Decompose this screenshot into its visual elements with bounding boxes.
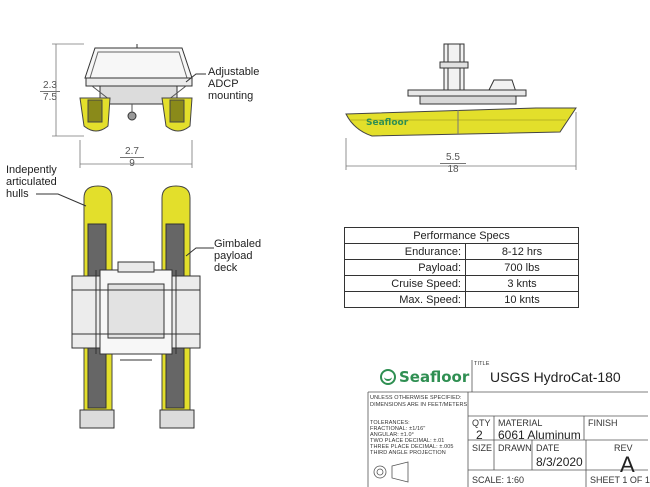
- front-height-dimension: 2.3 7.5: [40, 80, 60, 103]
- tolerance-line: THREE PLACE DECIMAL: ±.005: [370, 444, 454, 450]
- tolerance-line: ANGULAR: ±1.0°: [370, 432, 414, 438]
- side-length-dimension: 5.5 18: [440, 152, 466, 175]
- date-value: 8/3/2020: [536, 455, 583, 469]
- tolerance-line: THIRD ANGLE PROJECTION: [370, 450, 446, 456]
- material-label: MATERIAL: [498, 418, 543, 428]
- front-view: [79, 44, 206, 132]
- specs-header-row: Performance Specs: [344, 227, 579, 244]
- material-value: 6061 Aluminum: [498, 428, 581, 442]
- specs-label: Max. Speed:: [344, 291, 466, 308]
- finish-label: FINISH: [588, 418, 618, 428]
- size-label: SIZE: [472, 443, 493, 453]
- drawn-label: DRAWN: [498, 443, 532, 453]
- specs-label: Payload:: [344, 259, 466, 276]
- front-width-value-2: 9: [129, 158, 135, 169]
- front-width-value-1: 2.7: [120, 146, 144, 158]
- hulls-callout-line3: hulls: [6, 188, 29, 200]
- performance-specs-table: Performance Specs Endurance: 8-12 hrs Pa…: [344, 227, 579, 308]
- deck-callout-line3: deck: [214, 262, 238, 274]
- hulls-callout-line2: articulated: [6, 176, 57, 188]
- sheet-label: SHEET 1 OF 1: [590, 475, 650, 485]
- tolerance-line: TWO PLACE DECIMAL: ±.01: [370, 438, 445, 444]
- specs-value: 8-12 hrs: [465, 243, 579, 260]
- side-view: [345, 43, 577, 137]
- scale-label: SCALE: 1:60: [472, 475, 525, 485]
- qty-value: 2: [476, 428, 483, 442]
- top-view: [36, 185, 214, 429]
- note-line: UNLESS OTHERWISE SPECIFIED:: [370, 395, 462, 401]
- date-label: DATE: [536, 443, 560, 453]
- front-height-value-1: 2.3: [40, 80, 60, 92]
- tolerance-line: TOLERANCES:: [370, 420, 410, 426]
- side-length-value-2: 18: [447, 164, 459, 175]
- front-width-dimension: 2.7 9: [120, 146, 144, 169]
- specs-row: Endurance: 8-12 hrs: [344, 243, 579, 260]
- specs-row: Payload: 700 lbs: [344, 259, 579, 276]
- adcp-callout-line1: Adjustable: [208, 66, 260, 78]
- rev-label: REV: [614, 443, 633, 453]
- front-height-value-2: 7.5: [43, 92, 57, 103]
- specs-row: Cruise Speed: 3 knts: [344, 275, 579, 292]
- qty-label: QTY: [472, 418, 491, 428]
- side-dimensions: [345, 112, 577, 170]
- specs-row: Max. Speed: 10 knts: [344, 291, 579, 308]
- front-dimensions: [52, 43, 193, 168]
- specs-label: Cruise Speed:: [344, 275, 466, 292]
- tolerance-line: FRACTIONAL: ±1/16": [370, 426, 426, 432]
- title-label: TITLE: [474, 361, 490, 367]
- adcp-callout-line3: mounting: [208, 90, 254, 102]
- deck-callout: Gimbaled payload deck: [214, 238, 261, 274]
- seafloor-logo-icon: [380, 369, 396, 385]
- note-line: DIMENSIONS ARE IN FEET/METERS: [370, 401, 468, 408]
- specs-value: 10 knts: [465, 291, 579, 308]
- side-length-value-1: 5.5: [440, 152, 466, 164]
- deck-callout-line1: Gimbaled: [214, 238, 262, 250]
- adcp-callout-line2: ADCP: [208, 78, 239, 90]
- adcp-callout: Adjustable ADCP mounting: [208, 66, 259, 102]
- tolerances-block: TOLERANCES: FRACTIONAL: ±1/16" ANGULAR: …: [370, 420, 454, 456]
- title-block-grid: [367, 360, 648, 487]
- hull-logo: Seafloor: [366, 118, 409, 128]
- drawing-title: USGS HydroCat-180: [490, 369, 621, 385]
- specs-value: 3 knts: [465, 275, 579, 292]
- hulls-callout-line1: Indepently: [6, 164, 57, 176]
- specs-title: Performance Specs: [344, 227, 579, 244]
- specs-value: 700 lbs: [465, 259, 579, 276]
- rev-value: A: [620, 452, 635, 477]
- specs-label: Endurance:: [344, 243, 466, 260]
- logo-text: Seafloor: [399, 368, 470, 386]
- title-block-logo: Seafloor: [380, 368, 469, 386]
- notes-block: UNLESS OTHERWISE SPECIFIED: DIMENSIONS A…: [370, 395, 467, 408]
- deck-callout-line2: payload: [214, 250, 253, 262]
- hulls-callout: Indepently articulated hulls: [6, 164, 57, 200]
